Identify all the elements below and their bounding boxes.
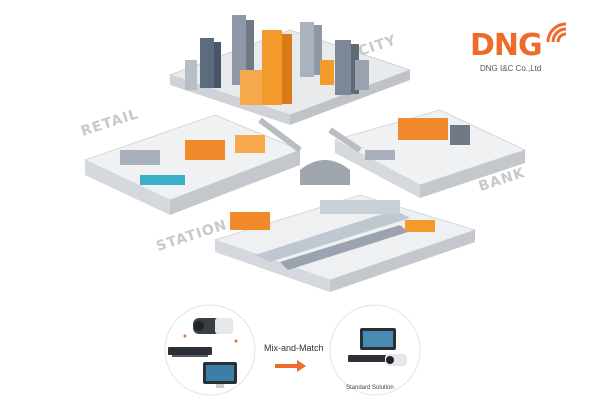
brand-name: DNG [470,28,543,63]
standard-solution-group [329,304,421,396]
recorder-icon [168,347,212,357]
retail-block [83,114,302,215]
station-block [213,194,477,292]
city-block [168,15,412,125]
arrow-right-icon [275,360,306,372]
mix-and-match-label: Mix-and-Match [264,343,324,353]
bank-block [333,109,527,198]
standard-solution-label: Standard Solution [346,385,394,391]
brand-logo: DNG DNG I&C Co.,Ltd [470,20,580,80]
brand-subtitle: DNG I&C Co.,Ltd [480,64,542,73]
wifi-icon [546,22,567,43]
tunnel [300,160,350,185]
monitor-icon [203,362,237,388]
mix-match-group [164,304,256,396]
camera-icon [193,318,233,334]
